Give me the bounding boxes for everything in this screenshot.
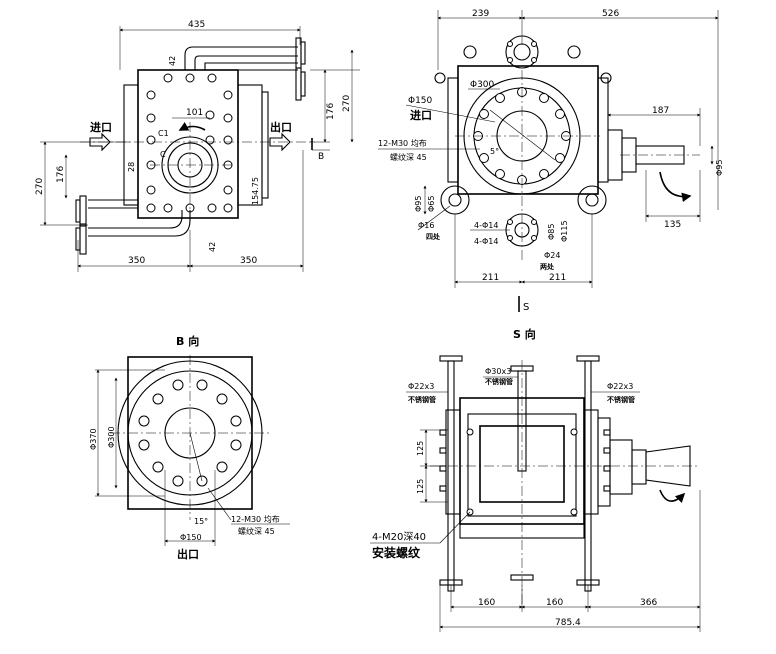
dim-label-phi95-right: Φ95 — [715, 160, 724, 176]
dim-label-42-bottom: 42 — [208, 242, 217, 252]
s-view-title: S 向 — [513, 327, 536, 341]
s-dim-160-right: 160 — [546, 598, 563, 608]
b-label-15deg: 15° — [194, 517, 208, 526]
rotation-arrow — [178, 121, 206, 131]
dim-label-211-left: 211 — [482, 273, 499, 283]
dim-label-phi65: Φ65 — [427, 196, 436, 212]
outlet-arrow — [269, 132, 291, 152]
s-view-pipes — [439, 355, 600, 592]
s-view: S 向 Φ30x3 不锈钢管 Φ22x3 不锈钢管 Φ22x3 不锈钢管 — [370, 327, 701, 632]
b-dim-phi300: Φ300 — [107, 426, 116, 448]
dim-label-187: 187 — [652, 106, 669, 116]
s-mount-holes: 4-M20深40 — [372, 531, 426, 543]
s-material-left: 不锈钢管 — [408, 395, 436, 404]
s-pipe-right: Φ22x3 — [607, 382, 633, 391]
note-four-places: 四处 — [426, 232, 441, 241]
b-view-title: B 向 — [176, 334, 199, 348]
dim-label-211-right: 211 — [549, 273, 566, 283]
label-c: C — [160, 150, 166, 159]
label-5deg: 5° — [490, 147, 499, 156]
holes-bottom-spec: 4-Φ14 — [474, 237, 498, 246]
s-pipe-center: Φ30x3 — [485, 367, 511, 376]
s-dim-125-top: 125 — [416, 441, 425, 456]
b-view-bolt-ring — [138, 379, 242, 487]
dim-label-154-75: 154.75 — [251, 177, 260, 205]
b-thread-depth: 螺纹深 45 — [238, 526, 275, 536]
label-c1: C1 — [158, 129, 169, 138]
flange-bottom-1 — [79, 195, 87, 227]
b-thread-spec: 12-M30 均布 — [231, 514, 280, 524]
dim-label-28: 28 — [127, 162, 136, 172]
s-view-window — [479, 425, 565, 503]
dim-label-phi300-side: Φ300 — [470, 80, 495, 90]
dim-label-350-left: 350 — [128, 256, 145, 266]
s-rotation-arrow — [659, 489, 686, 504]
thread-spec-side: 12-M30 均布 — [378, 138, 427, 148]
dim-label-101: 101 — [186, 108, 203, 118]
dim-label-phi24: Φ24 — [544, 251, 560, 260]
pipe-top-1 — [184, 46, 298, 70]
label-section-s: S — [523, 302, 529, 313]
dim-label-phi95-left: Φ95 — [414, 196, 423, 212]
note-two-places: 两处 — [540, 262, 555, 271]
thread-depth-side: 螺纹深 45 — [390, 152, 427, 162]
holes-top-spec: 4-Φ14 — [474, 221, 498, 230]
label-inlet-front: 进口 — [90, 120, 112, 134]
dim-label-42-top: 42 — [168, 56, 177, 66]
side-view: 239 526 Φ300 Φ150 进口 12-M30 均布 — [378, 9, 724, 313]
top-flange-side — [505, 35, 539, 69]
s-material-center: 不锈钢管 — [485, 377, 513, 386]
s-dim-366: 366 — [640, 598, 657, 608]
inlet-arrow — [89, 132, 111, 152]
shaft-rotation-arrow — [659, 171, 692, 202]
bottom-flange-side — [505, 213, 539, 247]
s-material-right: 不锈钢管 — [607, 395, 635, 404]
dim-label-176-right: 176 — [326, 103, 336, 120]
dim-label-526: 526 — [602, 9, 619, 19]
flange-bottom-2 — [79, 223, 87, 255]
s-pipe-left: Φ22x3 — [408, 382, 434, 391]
label-outlet-front: 出口 — [270, 120, 292, 134]
dim-label-270-right: 270 — [342, 95, 352, 112]
dim-label-239: 239 — [472, 9, 489, 19]
label-inlet-side: 进口 — [410, 108, 432, 122]
flange-top-2 — [295, 67, 302, 101]
b-dim-phi150: Φ150 — [180, 533, 202, 542]
s-dim-total: 785.4 — [555, 618, 581, 628]
dim-label-176-left: 176 — [56, 166, 66, 183]
dim-label-350-right: 350 — [240, 256, 257, 266]
s-drive-shaft — [645, 445, 691, 487]
front-view: 435 42 176 270 — [35, 20, 360, 272]
label-b: B — [318, 152, 324, 162]
s-dim-125-bottom: 125 — [416, 479, 425, 494]
dim-label-phi115: Φ115 — [560, 220, 569, 242]
s-drive-housing — [609, 439, 633, 495]
drive-housing — [607, 129, 623, 181]
corner-flange-right — [577, 185, 607, 215]
dim-label-270-left: 270 — [35, 178, 45, 195]
b-label-outlet: 出口 — [177, 547, 199, 561]
dim-label-phi150-side: Φ150 — [408, 96, 433, 106]
s-view-side-bolts — [439, 428, 611, 516]
dim-label-435: 435 — [188, 20, 205, 30]
b-view: B 向 Φ370 Φ300 15° 12-M30 均布 螺纹深 45 Φ150 — [89, 334, 290, 561]
dim-label-phi16: Φ16 — [418, 221, 434, 230]
dim-label-135: 135 — [664, 220, 681, 230]
b-dim-phi370: Φ370 — [89, 428, 98, 450]
dim-label-phi85: Φ85 — [547, 224, 556, 240]
s-mount-label: 安装螺纹 — [372, 545, 421, 560]
s-dim-160-left: 160 — [478, 598, 495, 608]
